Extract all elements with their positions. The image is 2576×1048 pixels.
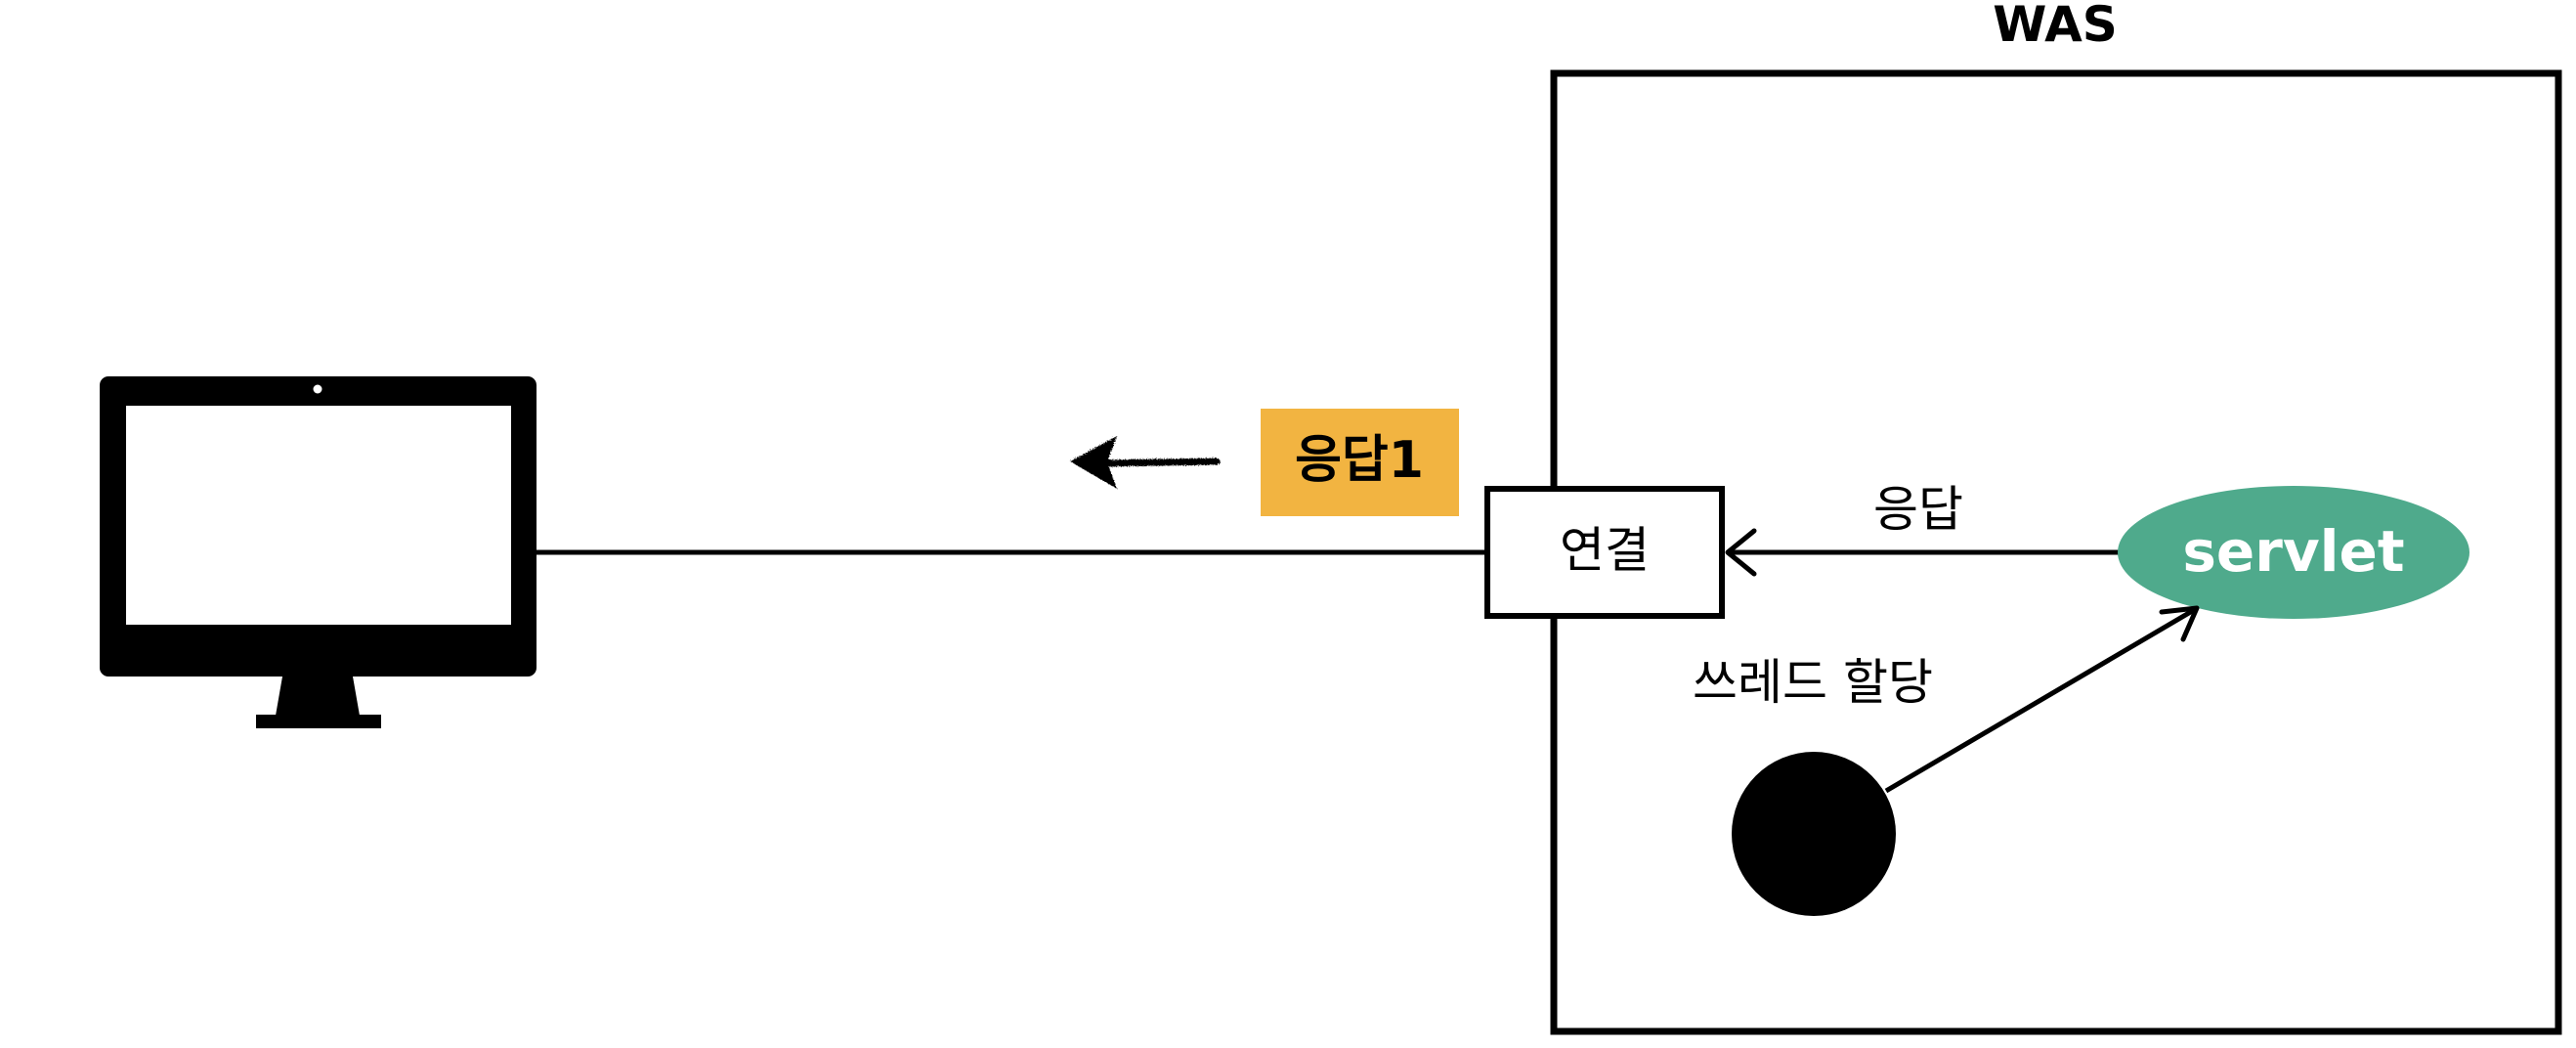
monitor-camera (313, 384, 322, 394)
response-direction-arrow (1070, 436, 1221, 489)
monitor-screen (126, 406, 511, 625)
connection-label: 연결 (1560, 522, 1650, 579)
connection-box (1484, 486, 1725, 619)
thread-servlet-arrowhead (2159, 605, 2200, 642)
thread-allocation-label: 쓰레드 할당 (1693, 654, 1933, 711)
servlet-label: servlet (2182, 518, 2404, 585)
monitor-base (256, 715, 381, 728)
monitor-stand (276, 677, 360, 716)
thread-servlet-line (1884, 607, 2196, 794)
response-badge (1261, 409, 1459, 516)
servlet-response-label: 응답 (1873, 481, 1963, 538)
was-title: WAS (1993, 0, 2118, 53)
servlet-response-arrowhead (1725, 528, 1757, 577)
response-badge-label: 응답1 (1295, 431, 1424, 490)
monitor-icon (100, 376, 537, 728)
thread-circle (1732, 752, 1896, 916)
servlet-node (2118, 486, 2469, 619)
